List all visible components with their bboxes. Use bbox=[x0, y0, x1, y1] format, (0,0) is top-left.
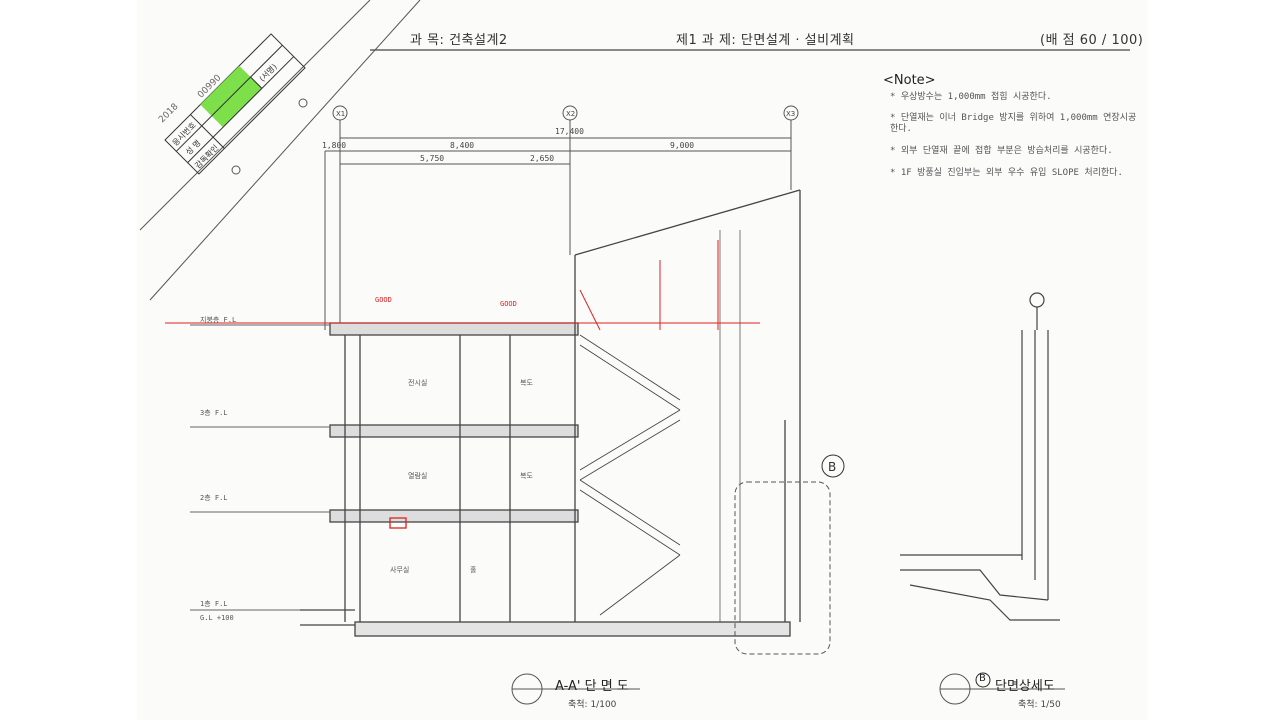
diagonal-rule bbox=[149, 0, 421, 301]
building-section bbox=[165, 189, 801, 637]
drawing-sheet bbox=[137, 0, 1147, 720]
detail-section bbox=[900, 292, 1060, 621]
room-label: 복도 bbox=[520, 379, 533, 387]
level-labels: 지붕층 F.L 3층 F.L 2층 F.L 1층 F.L G.L +100 bbox=[190, 315, 330, 622]
dim-span1: 8,400 bbox=[450, 141, 474, 150]
axis-label-x3: X3 bbox=[786, 110, 795, 118]
diagonal-rule bbox=[139, 0, 371, 231]
level-label: 1층 F.L bbox=[200, 599, 228, 608]
section-title: A-A' 단 면 도 bbox=[555, 679, 629, 694]
stamp-name-label: 성 명 bbox=[183, 138, 202, 157]
level-label: 2층 F.L bbox=[200, 493, 228, 502]
dim-sub2: 2,650 bbox=[530, 154, 554, 163]
note-item: * 외부 단열재 끝에 접합 부분은 방습처리를 시공한다. bbox=[890, 146, 1113, 156]
grid-axes: X1 X2 X3 bbox=[332, 105, 799, 330]
detail-title-marker bbox=[975, 672, 991, 688]
binding-hole bbox=[231, 165, 241, 175]
section-scale: 축척: 1/100 bbox=[568, 700, 617, 710]
dim-total: 17,400 bbox=[555, 127, 584, 136]
room-label: 전시실 bbox=[408, 378, 427, 387]
score-label: (배 점 60 / 100) bbox=[1040, 33, 1144, 48]
detail-scale: 축척: 1/50 bbox=[1018, 700, 1061, 710]
red-annotation: GOOD bbox=[500, 300, 517, 308]
red-annotation: GOOD bbox=[375, 296, 392, 304]
stamp-signature-label: (서명) bbox=[257, 62, 279, 84]
detail-title-marker-label: B bbox=[979, 673, 986, 684]
note-item: * 1F 방풍실 진입부는 외부 우수 유입 SLOPE 처리한다. bbox=[890, 168, 1123, 178]
note-item: * 우상방수는 1,000mm 접힘 시공한다. bbox=[890, 92, 1052, 102]
exam-stamp: 응시번호 성 명 감독확인 (서명) 00990 2018 bbox=[157, 33, 306, 175]
detail-callout-box bbox=[734, 481, 831, 655]
dim-left: 1,800 bbox=[322, 141, 346, 150]
note-item: * 단열재는 이너 Bridge 방지를 위하여 1,000mm 연장시공 한다… bbox=[890, 113, 1137, 134]
room-labels: 전시실 복도 열람실 복도 사무실 홀 bbox=[390, 378, 533, 574]
axis-label-x1: X1 bbox=[336, 110, 345, 118]
detail-title: 단면상세도 bbox=[995, 679, 1055, 694]
dimension-lines: 17,400 1,800 8,400 9,000 5,750 2,650 bbox=[322, 127, 791, 330]
note-title: <Note> bbox=[883, 73, 936, 88]
level-label: G.L +100 bbox=[200, 614, 234, 622]
axis-label-x2: X2 bbox=[566, 110, 575, 118]
level-label: 지붕층 F.L bbox=[200, 315, 236, 324]
room-label: 사무실 bbox=[390, 565, 409, 574]
subject-title: 과 목: 건축설계2 bbox=[410, 33, 508, 48]
dim-span2: 9,000 bbox=[670, 141, 694, 150]
dim-sub1: 5,750 bbox=[420, 154, 444, 163]
detail-marker bbox=[821, 454, 845, 478]
room-label: 열람실 bbox=[408, 471, 427, 480]
room-label: 홀 bbox=[470, 565, 477, 574]
detail-marker-label: B bbox=[828, 460, 836, 474]
binding-hole bbox=[298, 98, 308, 108]
assignment-title: 제1 과 제: 단면설계 · 설비계획 bbox=[676, 33, 855, 48]
room-label: 복도 bbox=[520, 472, 533, 480]
stamp-year: 2018 bbox=[157, 102, 180, 125]
level-label: 3층 F.L bbox=[200, 408, 228, 417]
